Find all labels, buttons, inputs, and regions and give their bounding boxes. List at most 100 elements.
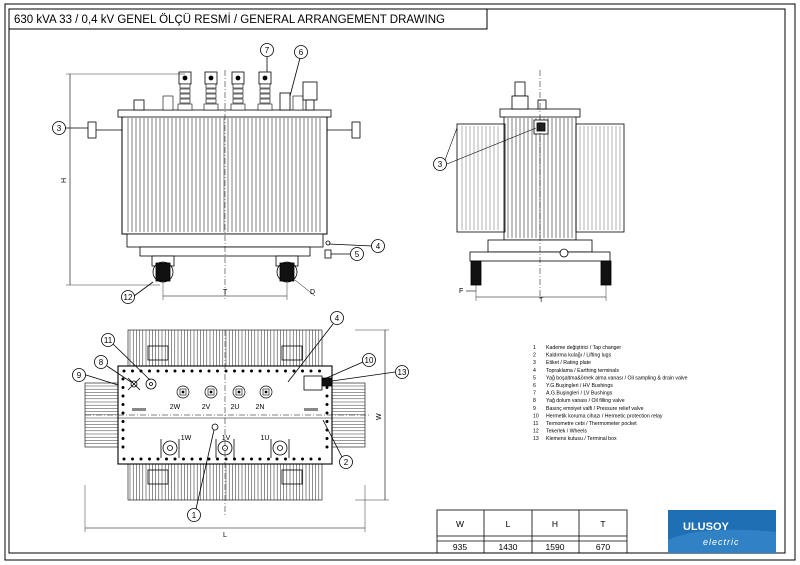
legend-item-number: 9 [533,406,536,412]
hv-bushing-base [305,99,315,111]
table-value-t: 670 [596,542,610,552]
front-left-bracket [87,121,97,139]
front-wheel-left [151,255,175,283]
svg-text:2U: 2U [231,404,240,411]
svg-text:1W: 1W [181,435,192,442]
svg-text:1U: 1U [261,435,270,442]
side-view [433,70,625,301]
top-lifting-lug-3 [147,469,169,485]
top-lifting-lug-2 [281,345,303,361]
side-tank-fins [461,118,621,238]
dim-w-label: W [376,413,383,420]
side-wheel-left [470,260,482,286]
top-cover-bolts [121,369,329,461]
legend-item-text: Yağ dolum vanası / Oil filling valve [546,398,625,404]
hv-bushing-tall [302,81,318,101]
front-view [66,70,361,300]
svg-text:4: 4 [376,242,381,251]
legend-item-text: Kademe değiştirici / Tap changer [546,345,621,351]
callout-front-5 [350,247,364,261]
svg-text:9: 9 [77,371,82,380]
callout-top-8 [94,355,108,369]
svg-text:2: 2 [344,458,349,467]
front-bushings [162,71,304,111]
top-callouts [72,311,409,522]
sheet-frame [4,3,796,561]
top-callout-numbers: 11 8 9 4 10 13 2 1 [77,314,407,520]
table-header-h: H [552,519,558,529]
legend-item-number: 12 [533,429,539,435]
callout-front-3 [52,121,66,135]
top-thermometer-pocket [145,378,157,390]
front-right-bracket [351,121,361,139]
callout-top-9 [72,368,86,382]
lv-bushings [176,385,273,399]
legend-item-text: Y.G.Buşingleri / HV Bushings [546,383,613,389]
table-value-l: 1430 [499,542,518,552]
legend-item-number: 11 [533,421,538,427]
callout-front-6 [294,45,308,59]
legend-item-text: Tekerlek / Wheels [546,429,587,435]
table-value-h: 1590 [546,542,565,552]
svg-text:6: 6 [299,48,304,57]
top-oil-fill-valve [130,380,138,388]
top-lifting-lug-1 [147,345,169,361]
svg-text:2N: 2N [256,404,265,411]
svg-text:3: 3 [57,124,62,133]
svg-text:8: 8 [99,358,104,367]
drawing-border [8,8,786,554]
relief-valve-front [279,92,291,111]
side-dim-t-label: T [539,297,544,304]
callout-front-4 [371,239,385,253]
legend-item-number: 6 [533,383,536,389]
side-radiator-left [456,123,506,233]
legend-item-number: 8 [533,398,536,404]
legend-item-number: 4 [533,368,536,374]
title-box [8,8,488,30]
dimensions-table-text: W L H T 935 1430 1590 670 [453,519,610,552]
legend-item-text: Termometre cebi / Thermometer pocket [546,421,637,427]
side-wheel-right [600,260,612,286]
drawing-title: 630 kVA 33 / 0,4 kV GENEL ÖLÇÜ RESMİ / G… [14,13,445,26]
callout-side-3-number: 3 [438,160,443,169]
svg-text:2V: 2V [202,404,211,411]
svg-text:12: 12 [124,293,133,302]
callout-top-4 [330,311,344,325]
svg-text:electric: electric [703,537,740,547]
earthing-terminal [325,240,331,246]
dim-l-label: L [223,532,227,539]
legend-item-text: Basınç emniyet valfi / Pressure relief v… [546,406,644,412]
dim-h-label: H [61,178,68,183]
hv-bushings [160,439,290,458]
svg-text:ULUSOY: ULUSOY [683,521,730,533]
callout-top-2 [339,455,353,469]
legend-item-text: Klemens kutusu / Terminal box [546,436,617,442]
table-value-w: 935 [453,542,467,552]
callout-top-11 [101,333,115,347]
legend-item-text: Hermetik koruma cihazı / Hermetic protec… [546,413,663,419]
callout-front-7 [260,43,274,57]
callout-top-1 [187,508,201,522]
dimensions-table [436,509,628,554]
legend-item-number: 2 [533,353,536,359]
front-callouts [52,43,385,304]
legend-item-text: Topraklama / Earthing terminals [546,368,619,374]
ulusoy-logo: ULUSOY electric [668,510,776,553]
top-tap-changer [211,423,219,431]
top-lifting-lug-4 [281,469,303,485]
dim-t-label: T [223,289,228,296]
legend-item-text: Etiket / Rating plate [546,360,591,366]
front-callout-numbers: 7 6 3 4 5 12 [57,46,381,302]
front-wheel-right [275,255,299,283]
dim-d-line [294,279,316,297]
legend-item-number: 7 [533,391,536,397]
legend-item-number: 3 [533,360,536,366]
legend-item-text: A.G.Buşingleri / LV Bushings [546,391,613,397]
svg-text:1V: 1V [222,435,231,442]
legend-item-number: 13 [533,436,539,442]
legend-item-text: Kaldırma kulağı / Lifting lugs [546,353,612,359]
svg-text:5: 5 [355,250,360,259]
table-header-w: W [456,519,464,529]
